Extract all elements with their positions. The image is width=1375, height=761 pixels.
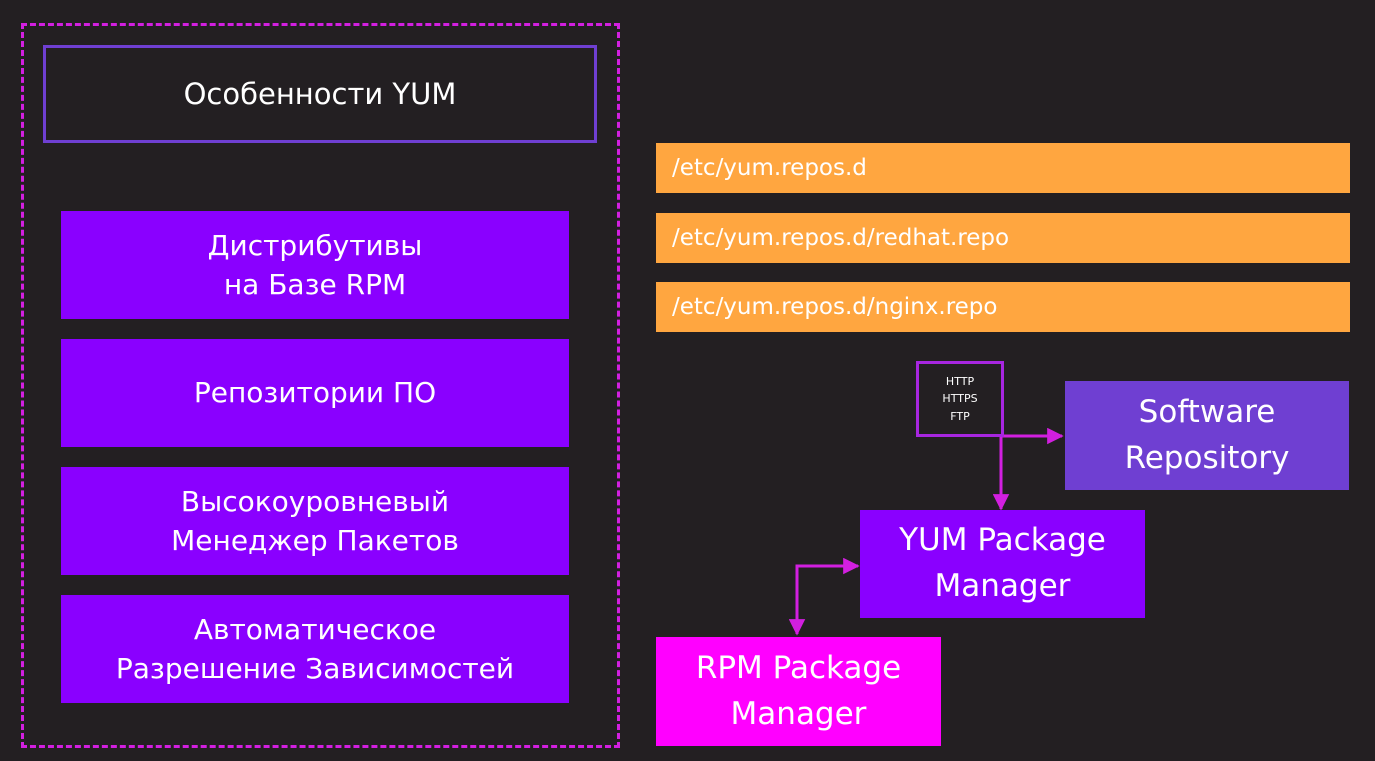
feature-high-level-manager-label: Высокоуровневый Менеджер Пакетов	[171, 484, 459, 557]
arrow-yum-rpm	[788, 557, 860, 636]
software-repository-node: Software Repository	[1065, 381, 1349, 490]
feature-software-repos: Репозитории ПО	[61, 339, 569, 447]
protocols-box: HTTP HTTPS FTP	[916, 361, 1004, 437]
protocol-https: HTTPS	[942, 392, 978, 406]
rpm-package-manager-node: RPM Package Manager	[656, 637, 941, 746]
protocol-http: HTTP	[945, 375, 975, 389]
feature-high-level-manager: Высокоуровневый Менеджер Пакетов	[61, 467, 569, 575]
feature-rpm-distros-label: Дистрибутивы на Базе RPM	[207, 228, 423, 301]
protocol-ftp: FTP	[950, 409, 970, 423]
repo-path-nginx: /etc/yum.repos.d/nginx.repo	[656, 282, 1350, 332]
features-title: Особенности YUM	[43, 45, 597, 143]
software-repository-label: Software Repository	[1124, 393, 1290, 476]
features-frame	[21, 23, 620, 748]
yum-package-manager-node: YUM Package Manager	[860, 510, 1145, 618]
feature-software-repos-label: Репозитории ПО	[193, 376, 437, 410]
repo-path-redhat: /etc/yum.repos.d/redhat.repo	[656, 213, 1350, 263]
feature-dependency-resolution: Автоматическое Разрешение Зависимостей	[61, 595, 569, 703]
feature-rpm-distros: Дистрибутивы на Базе RPM	[61, 211, 569, 319]
feature-dependency-resolution-label: Автоматическое Разрешение Зависимостей	[115, 612, 515, 685]
yum-package-manager-label: YUM Package Manager	[899, 522, 1106, 604]
repo-path-dir: /etc/yum.repos.d	[656, 143, 1350, 193]
rpm-package-manager-label: RPM Package Manager	[695, 649, 902, 732]
